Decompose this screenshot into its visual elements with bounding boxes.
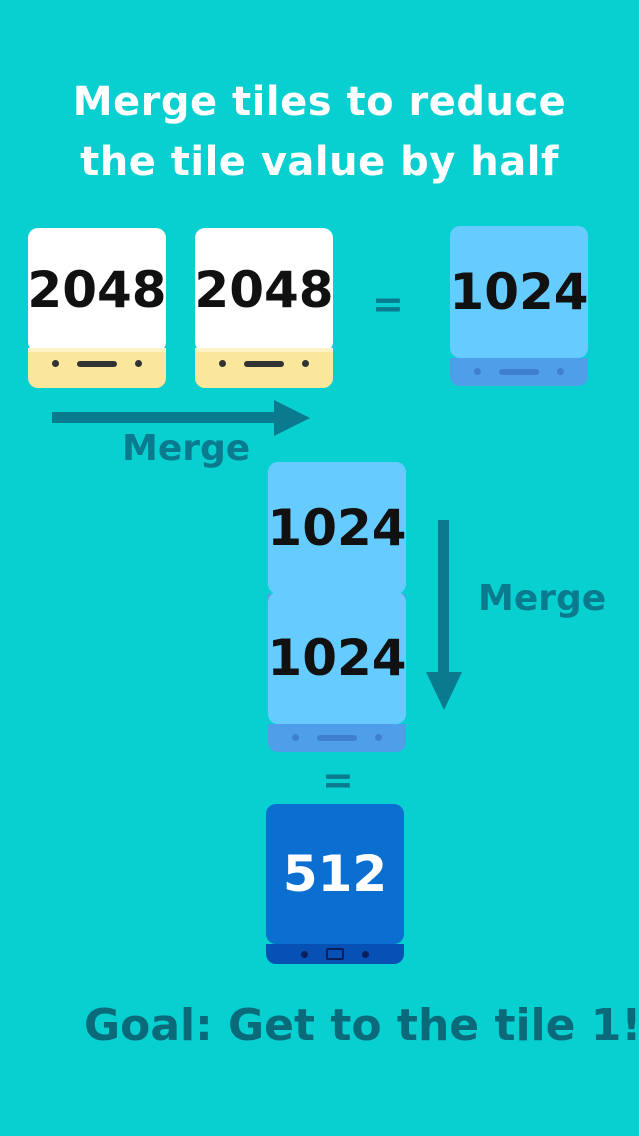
tile-value: 2048 (194, 228, 334, 352)
goal-text: Goal: Get to the tile 1! (84, 1000, 639, 1051)
tile-dot-icon (301, 950, 308, 958)
merge-label-vertical: Merge (478, 578, 607, 619)
tile-1024-lower: 1024 (267, 592, 407, 752)
tile-dot-icon (474, 368, 481, 375)
right-arrow-icon (52, 400, 310, 436)
tile-value: 1024 (267, 462, 407, 594)
tile-value: 512 (266, 804, 404, 944)
tile-base (195, 348, 333, 388)
tile-value: 2048 (27, 228, 167, 352)
equals-sign-bottom: = (322, 758, 354, 802)
instruction-heading: Merge tiles to reduce the tile value by … (0, 72, 639, 192)
tile-dot-icon (557, 368, 564, 375)
tile-dot-icon (375, 734, 382, 741)
tile-base (266, 944, 404, 964)
tile-dot-icon (52, 360, 59, 367)
tile-dot-icon (362, 950, 369, 958)
tile-home-icon (326, 948, 344, 960)
tile-base (28, 348, 166, 388)
tile-dot-icon (302, 360, 309, 367)
instruction-line-1: Merge tiles to reduce (72, 79, 567, 125)
tile-dot-icon (219, 360, 226, 367)
tile-value: 1024 (449, 226, 589, 358)
tile-base (450, 358, 588, 386)
down-arrow-icon (426, 520, 462, 710)
tile-base (268, 724, 406, 752)
tile-bar-icon (499, 368, 539, 375)
tile-512-result: 512 (266, 804, 404, 964)
tile-1024-result: 1024 (449, 226, 589, 386)
tile-bar-icon (244, 360, 284, 367)
merge-label-horizontal: Merge (122, 428, 251, 469)
instruction-line-2: the tile value by half (80, 139, 559, 185)
tile-bar-icon (77, 360, 117, 367)
tile-bar-icon (317, 734, 357, 741)
tile-dot-icon (292, 734, 299, 741)
equals-sign-top: = (372, 282, 404, 326)
tile-dot-icon (135, 360, 142, 367)
tile-2048-right: 2048 (194, 228, 334, 388)
tile-2048-left: 2048 (27, 228, 167, 388)
tile-value: 1024 (267, 592, 407, 724)
